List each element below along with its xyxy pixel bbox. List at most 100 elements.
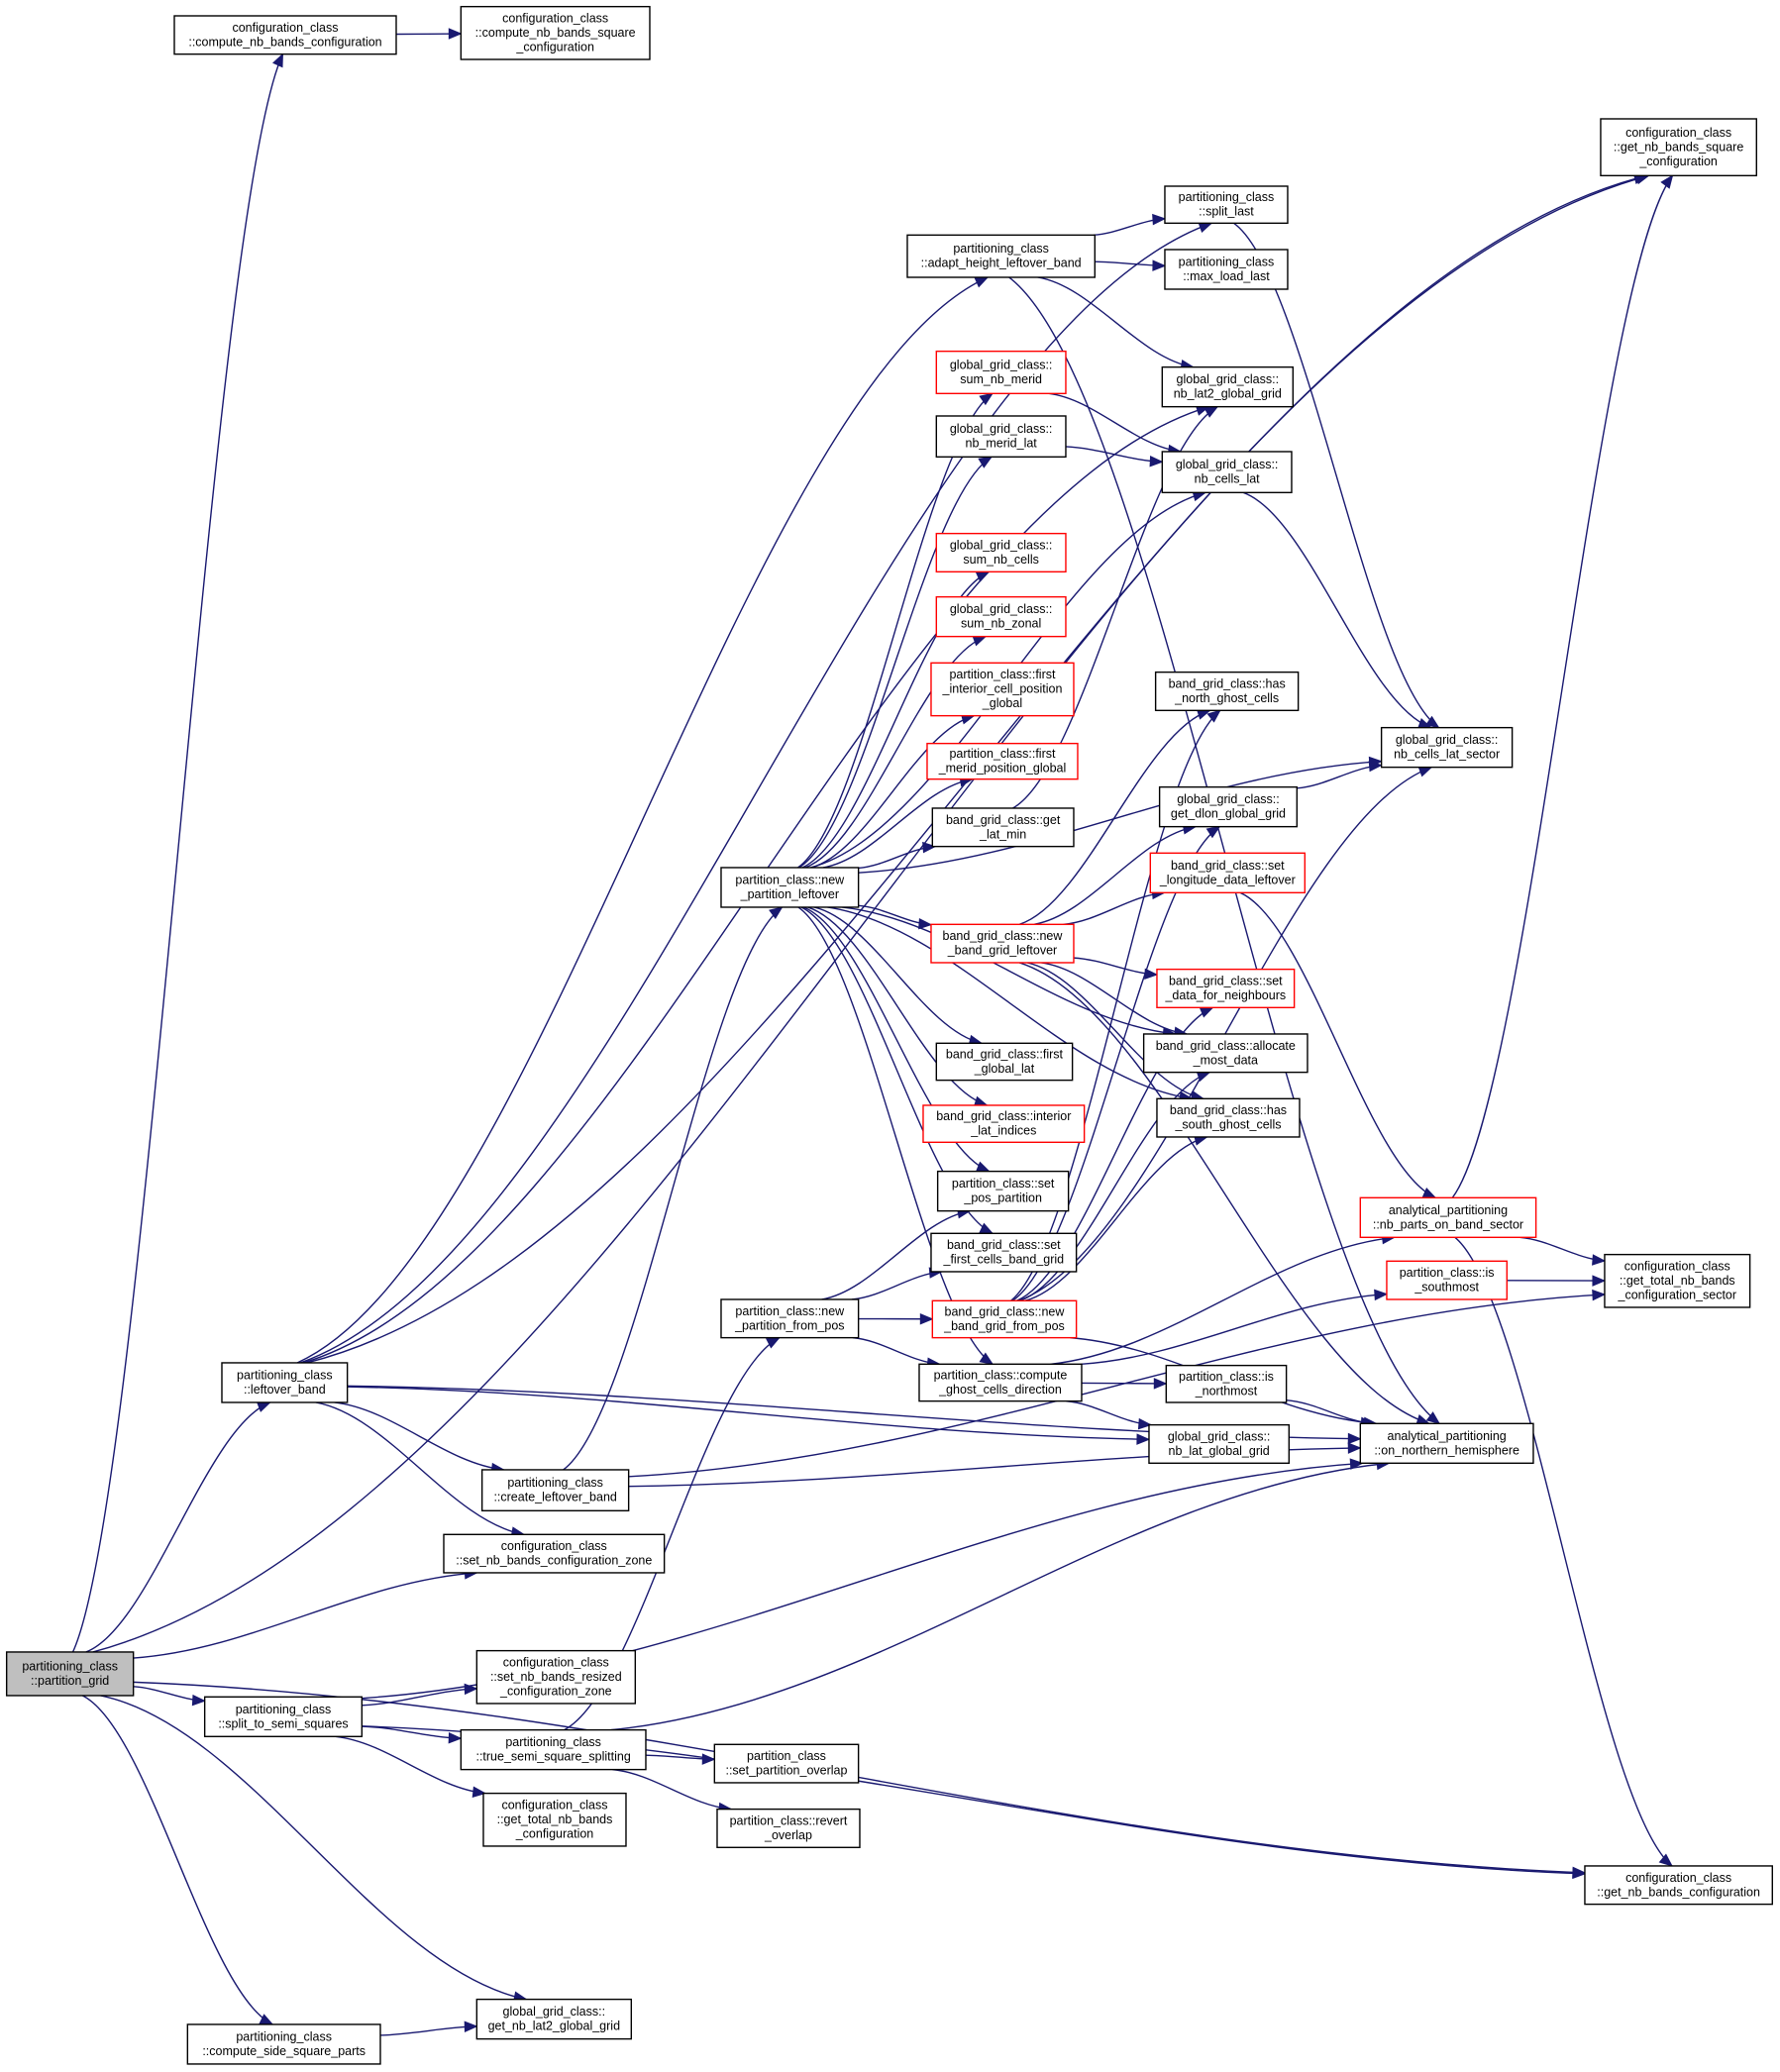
- node-bg-allocate-most-data[interactable]: band_grid_class::allocate_most_data: [1142, 1033, 1309, 1074]
- node-pc-revert-overlap[interactable]: partition_class::revert_overlap: [716, 1808, 861, 1848]
- node-cfg-get-total-nb-bands-configuration-sector[interactable]: configuration_class::get_total_nb_bands_…: [1604, 1253, 1751, 1308]
- node-label-line: _lat_min: [979, 827, 1026, 841]
- node-bg-set-first-cells-band-grid[interactable]: band_grid_class::set_first_cells_band_gr…: [930, 1232, 1078, 1273]
- edge-part-leftover-band-to-part-split-last: [300, 222, 1213, 1364]
- node-gg-nb-cells-lat[interactable]: global_grid_class::nb_cells_lat: [1161, 451, 1293, 494]
- node-gg-sum-nb-zonal[interactable]: global_grid_class::sum_nb_zonal: [935, 595, 1067, 638]
- node-label-line: band_grid_class::interior: [936, 1109, 1071, 1123]
- node-pc-first-interior-cell-position-global[interactable]: partition_class::first_interior_cell_pos…: [930, 662, 1075, 717]
- node-gg-nb-cells-lat-sector[interactable]: global_grid_class::nb_cells_lat_sector: [1380, 726, 1514, 769]
- node-part-split-last[interactable]: partitioning_class::split_last: [1164, 185, 1289, 225]
- node-cfg-compute-nb-bands-configuration[interactable]: configuration_class::compute_nb_bands_co…: [173, 15, 397, 55]
- node-part-split-to-semi-squares[interactable]: partitioning_class::split_to_semi_square…: [203, 1696, 364, 1737]
- edge-line: [315, 1401, 524, 1535]
- node-label-line: ::set_nb_bands_resized: [490, 1670, 622, 1684]
- node-part-max-load-last[interactable]: partitioning_class::max_load_last: [1164, 249, 1289, 290]
- node-bg-has-south-ghost-cells[interactable]: band_grid_class::has_south_ghost_cells: [1156, 1097, 1301, 1138]
- edge-arrowhead: [974, 276, 990, 288]
- edge-arrowhead: [1424, 715, 1440, 729]
- node-label-line: sum_nb_zonal: [961, 617, 1041, 631]
- node-bg-first-global-lat[interactable]: band_grid_class::first_global_lat: [935, 1042, 1074, 1082]
- node-gg-nb-lat2-global-grid[interactable]: global_grid_class::nb_lat2_global_grid: [1161, 365, 1295, 408]
- edge-line: [810, 714, 975, 869]
- node-gg-nb-lat-global-grid[interactable]: global_grid_class::nb_lat_global_grid: [1148, 1423, 1291, 1464]
- node-label-line: _northmost: [1195, 1384, 1258, 1398]
- node-bg-interior-lat-indices[interactable]: band_grid_class::interior_lat_indices: [922, 1104, 1086, 1144]
- node-gg-sum-nb-cells[interactable]: global_grid_class::sum_nb_cells: [935, 532, 1067, 573]
- node-bg-set-data-for-neighbours[interactable]: band_grid_class::set_data_for_neighbours: [1156, 968, 1296, 1009]
- node-label-line: partition_class: [747, 1749, 826, 1763]
- edge-arrowhead: [1660, 174, 1674, 189]
- node-part-compute-side-square-parts[interactable]: partitioning_class::compute_side_square_…: [186, 2023, 381, 2065]
- node-ap-on-northern-hemisphere[interactable]: analytical_partitioning::on_northern_hem…: [1359, 1422, 1534, 1464]
- node-pc-set-partition-overlap[interactable]: partition_class::set_partition_overlap: [713, 1743, 860, 1784]
- node-pc-compute-ghost-cells-direction[interactable]: partition_class::compute_ghost_cells_dir…: [918, 1363, 1083, 1402]
- node-label-line: global_grid_class::: [950, 538, 1053, 552]
- node-gg-sum-nb-merid[interactable]: global_grid_class::sum_nb_merid: [935, 350, 1067, 395]
- node-cfg-set-nb-bands-configuration-zone[interactable]: configuration_class::set_nb_bands_config…: [443, 1533, 666, 1574]
- node-bg-get-lat-min[interactable]: band_grid_class::get_lat_min: [931, 807, 1075, 848]
- node-box: [1386, 1260, 1508, 1300]
- node-cfg-set-nb-bands-resized-configuration-zone[interactable]: configuration_class::set_nb_bands_resize…: [475, 1649, 637, 1705]
- edge-arrowhead: [272, 52, 283, 68]
- node-label-line: configuration_class: [1624, 1260, 1730, 1274]
- node-box: [1149, 852, 1307, 894]
- node-bg-set-longitude-data-leftover[interactable]: band_grid_class::set_longitude_data_left…: [1149, 852, 1307, 894]
- edge-line: [1239, 891, 1436, 1198]
- node-label-line: ::nb_parts_on_band_sector: [1373, 1217, 1523, 1231]
- node-gg-nb-merid-lat[interactable]: global_grid_class::nb_merid_lat: [935, 415, 1067, 459]
- node-label-line: band_grid_class::set: [1171, 859, 1285, 873]
- edge-line: [1018, 709, 1210, 925]
- node-pc-is-northmost[interactable]: partition_class::is_northmost: [1165, 1364, 1288, 1403]
- node-part-create-leftover-band[interactable]: partitioning_class::create_leftover_band: [480, 1469, 630, 1511]
- edge-line: [296, 276, 989, 1364]
- node-pc-first-merid-position-global[interactable]: partition_class::first_merid_position_gl…: [926, 742, 1079, 780]
- node-gg-get-dlon-global-grid[interactable]: global_grid_class::get_dlon_global_grid: [1158, 785, 1299, 828]
- node-pc-is-southmost[interactable]: partition_class::is_southmost: [1386, 1260, 1508, 1300]
- edge-arrowhead: [1592, 1254, 1607, 1266]
- edge-line: [1519, 1236, 1606, 1262]
- edge-line: [858, 761, 1382, 874]
- node-label-line: _north_ghost_cells: [1174, 691, 1279, 705]
- edge-arrowhead: [448, 1732, 463, 1744]
- node-box: [713, 1743, 860, 1784]
- node-bg-new-band-grid-from-pos[interactable]: band_grid_class::new_band_grid_from_pos: [931, 1299, 1078, 1339]
- node-label-line: ::leftover_band: [244, 1383, 326, 1397]
- node-part-true-semi-square-splitting[interactable]: partitioning_class::true_semi_square_spl…: [460, 1728, 647, 1771]
- edge-line: [1065, 446, 1163, 464]
- node-label-line: partitioning_class: [505, 1735, 601, 1749]
- node-label-line: partition_class::set: [952, 1177, 1055, 1191]
- node-pc-set-pos-partition[interactable]: partition_class::set_pos_partition: [936, 1170, 1070, 1212]
- node-partition-grid[interactable]: partitioning_class::partition_grid: [5, 1651, 135, 1697]
- node-box: [935, 595, 1067, 638]
- node-label-line: configuration_class: [1625, 1871, 1731, 1885]
- node-pc-new-partition-from-pos[interactable]: partition_class::new_partition_from_pos: [720, 1298, 860, 1339]
- node-label-line: partitioning_class: [236, 1703, 332, 1716]
- node-ap-nb-parts-on-band-sector[interactable]: analytical_partitioning::nb_parts_on_ban…: [1359, 1196, 1537, 1239]
- edge-line: [821, 1209, 971, 1300]
- node-bg-has-north-ghost-cells[interactable]: band_grid_class::has_north_ghost_cells: [1154, 671, 1300, 712]
- edge-bg-new-band-grid-from-pos-to-bg-has-south-ghost-cells: [1024, 1134, 1208, 1301]
- edge-arrowhead: [1349, 1458, 1364, 1470]
- node-label-line: band_grid_class::first: [946, 1047, 1064, 1061]
- node-gg-get-nb-lat2-global-grid[interactable]: global_grid_class::get_nb_lat2_global_gr…: [475, 1998, 633, 2040]
- edge-part-create-leftover-band-to-cfg-get-total-nb-bands-configuration-sector: [628, 1289, 1607, 1478]
- edge-line: [1286, 1399, 1374, 1424]
- node-box: [1161, 365, 1295, 408]
- node-pc-new-partition-leftover[interactable]: partition_class::new_partition_leftover: [720, 867, 860, 908]
- edge-bg-new-band-grid-leftover-to-bg-set-longitude-data-leftover: [1063, 887, 1166, 926]
- node-cfg-get-nb-bands-square-configuration[interactable]: configuration_class::get_nb_bands_square…: [1600, 118, 1757, 177]
- edge-arrowhead: [979, 1352, 995, 1366]
- node-cfg-compute-nb-bands-square-configuration[interactable]: configuration_class::compute_nb_bands_sq…: [460, 5, 651, 60]
- node-bg-new-band-grid-leftover[interactable]: band_grid_class::new_band_grid_leftover: [930, 923, 1075, 964]
- edge-ap-nb-parts-on-band-sector-to-cfg-get-total-nb-bands-configuration-sector: [1519, 1236, 1607, 1266]
- node-cfg-get-total-nb-bands-configuration[interactable]: configuration_class::get_total_nb_bands_…: [482, 1792, 627, 1847]
- edge-arrowhead: [979, 392, 994, 406]
- node-cfg-get-nb-bands-configuration[interactable]: configuration_class::get_nb_bands_config…: [1584, 1865, 1773, 1906]
- node-box: [1164, 249, 1289, 290]
- node-part-leftover-band[interactable]: partitioning_class::leftover_band: [221, 1362, 349, 1403]
- edge-line: [85, 1401, 270, 1653]
- node-box: [1154, 671, 1300, 712]
- node-part-adapt-height-leftover-band[interactable]: partitioning_class::adapt_height_leftove…: [906, 234, 1097, 278]
- node-label-line: global_grid_class::: [1177, 792, 1280, 806]
